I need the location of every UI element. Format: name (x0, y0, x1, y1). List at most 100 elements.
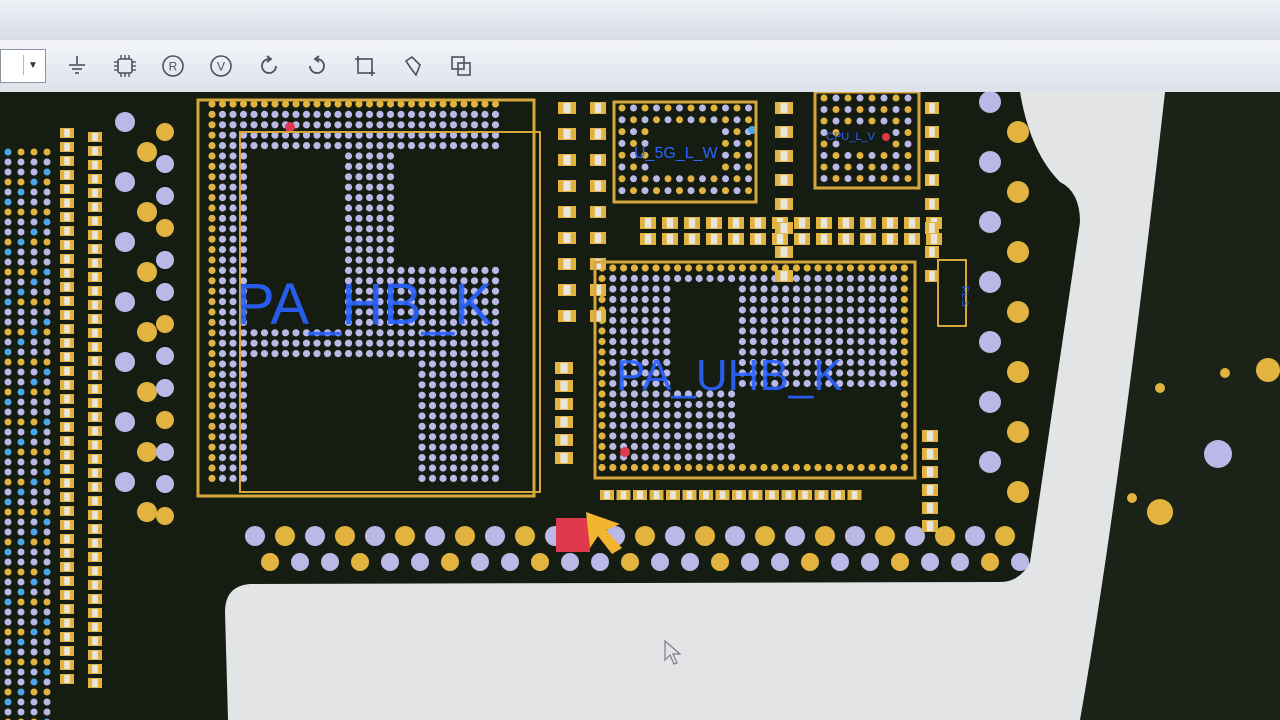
pad (979, 331, 1001, 353)
pad (630, 151, 637, 159)
pad (4, 508, 12, 516)
pad (460, 464, 468, 472)
pad (208, 350, 216, 358)
pad (425, 526, 445, 546)
pad (4, 438, 12, 446)
pad (156, 155, 174, 173)
pad (218, 214, 227, 222)
pad (30, 348, 38, 356)
pad (674, 421, 682, 430)
pad (428, 100, 437, 108)
smd-component-body (64, 647, 70, 655)
pad (460, 131, 468, 139)
pad (365, 142, 374, 150)
pad (376, 318, 384, 326)
resistor-tool[interactable]: R (156, 49, 190, 83)
pad (491, 464, 500, 472)
pad (653, 116, 660, 124)
pad (652, 295, 660, 304)
pad (836, 295, 844, 304)
ground-tool[interactable] (60, 49, 94, 83)
voltage-tool[interactable]: V (204, 49, 238, 83)
pad (30, 258, 38, 266)
pad (630, 264, 639, 272)
smd-component-body (864, 234, 872, 244)
pad (820, 106, 828, 113)
pad (334, 121, 342, 129)
pad (641, 264, 649, 272)
lasso-tool[interactable] (396, 49, 430, 83)
pad (439, 131, 447, 139)
rotate-cw-tool[interactable] (252, 49, 286, 83)
pad (30, 358, 38, 366)
pad (17, 478, 25, 486)
pad (868, 163, 876, 171)
pad (439, 360, 447, 368)
smd-component-body (820, 234, 828, 244)
pad (979, 391, 1001, 413)
pad (676, 187, 683, 195)
smd-component-body (64, 367, 70, 375)
smd-component-body (780, 271, 788, 281)
pad (376, 183, 384, 191)
copy-tool[interactable] (444, 49, 478, 83)
smd-component-body (560, 417, 568, 427)
pad (418, 443, 426, 451)
pad (470, 110, 479, 118)
layer-dropdown[interactable]: ▼ (0, 49, 46, 83)
pad (749, 379, 757, 388)
pad (239, 402, 248, 410)
pad (745, 175, 752, 183)
pad (717, 400, 725, 409)
pad (334, 339, 342, 347)
pad (365, 318, 374, 326)
smd-component-body (851, 491, 858, 499)
pad (481, 308, 489, 316)
highlighted-pad[interactable] (556, 518, 590, 552)
pad (760, 337, 768, 346)
pad (17, 218, 25, 226)
component-tool[interactable] (108, 49, 142, 83)
smd-component-body (637, 491, 643, 499)
chevron-down-icon[interactable]: ▼ (23, 55, 42, 75)
smd-component-body (92, 287, 98, 295)
pad (439, 391, 447, 399)
pad (156, 507, 174, 525)
pad (845, 526, 865, 546)
pad (725, 526, 745, 546)
pad (428, 350, 437, 358)
smd-component-body (92, 301, 98, 309)
pad (386, 100, 395, 108)
smd-component-body (864, 218, 872, 228)
pad (641, 151, 649, 159)
pad (641, 369, 649, 377)
pad (229, 422, 237, 430)
pad (481, 464, 489, 472)
smd-component-body (92, 315, 98, 323)
pad (856, 163, 864, 171)
pad (722, 151, 729, 159)
pad (857, 295, 865, 304)
pad (376, 131, 384, 139)
pad (239, 246, 248, 254)
pad (618, 175, 626, 183)
pad (652, 390, 660, 398)
pad (531, 553, 549, 571)
pad (250, 131, 258, 139)
pad (857, 463, 865, 472)
pcb-board-canvas[interactable]: PA_HB_K PA_UHB_K U_5G_L_W CPU_L_V F.L.S (0, 92, 1280, 720)
rotate-ccw-tool[interactable] (300, 49, 334, 83)
pad (115, 172, 135, 192)
fit-view-tool[interactable] (348, 49, 382, 83)
smd-component-body (929, 271, 935, 281)
pad (418, 308, 426, 316)
pad (652, 327, 660, 335)
smd-component-body (908, 218, 916, 228)
pad (857, 337, 865, 346)
pad (652, 306, 660, 314)
pad (30, 198, 38, 206)
pad (695, 463, 703, 472)
pad (355, 235, 363, 243)
pad (17, 658, 25, 666)
pad (979, 451, 1001, 473)
